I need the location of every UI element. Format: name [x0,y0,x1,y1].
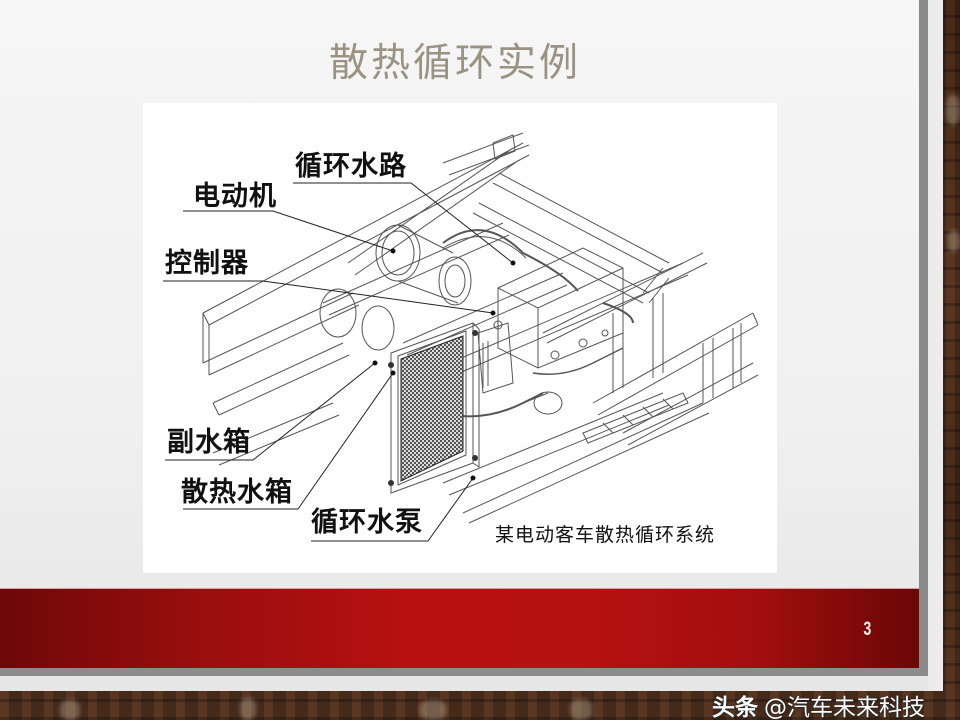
callout-expansion-tank: 副水箱 [167,427,251,458]
slide-border [919,0,928,676]
background-texture-spot [60,700,80,720]
background-texture-spot [946,95,960,125]
slide: 散热循环实例 [0,0,943,691]
page-number: 3 [863,619,872,640]
callout-circulation-pipe: 循环水路 [295,151,407,182]
callout-controller: 控制器 [165,248,249,279]
watermark-handle: @汽车未来科技 [764,695,925,720]
watermark: 头条@汽车未来科技 [712,697,925,720]
background-texture-spot [570,699,592,720]
footer-banner [0,588,919,668]
chassis-line-drawing [163,132,759,542]
callout-radiator: 散热水箱 [181,477,293,508]
background-texture-spot [240,698,256,720]
watermark-brand: 头条 [712,695,758,720]
figure-caption: 某电动客车散热循环系统 [495,524,716,546]
footer-banner-shadow [0,668,919,676]
callout-motor: 电动机 [193,181,277,212]
background-texture-spot [948,230,960,252]
slide-edge [928,0,943,691]
cooling-system-diagram: 循环水路 电动机 控制器 副水箱 散热水箱 循环水泵 某电动客车散热循环系统 [143,103,777,573]
callout-water-pump: 循环水泵 [311,507,423,538]
slide-title: 散热循环实例 [328,41,581,86]
background-texture-spot [420,700,446,720]
